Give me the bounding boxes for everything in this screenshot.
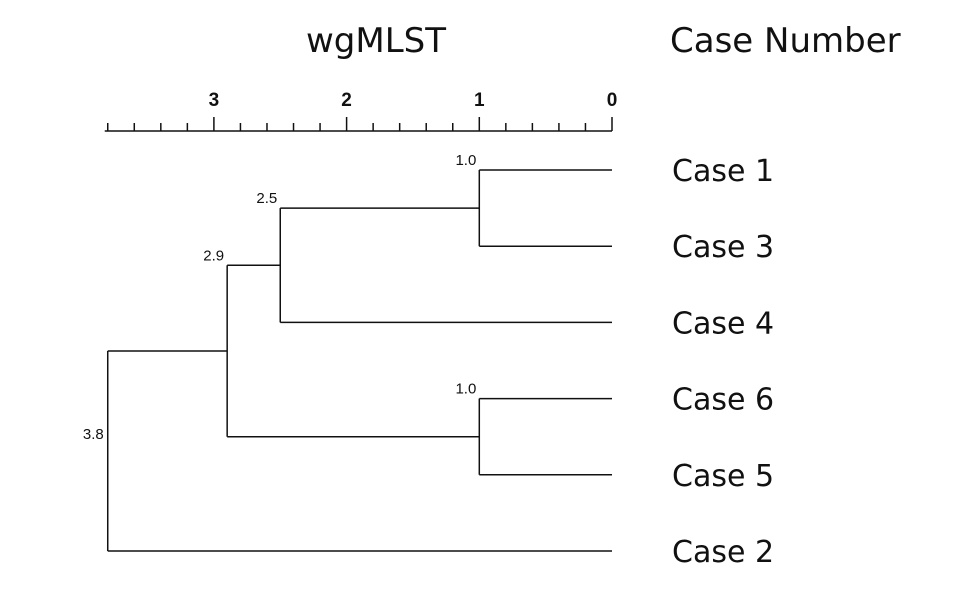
leaf-label: Case 4 [672, 306, 774, 341]
tick-label: 2 [341, 90, 352, 111]
node-height-label: 2.5 [256, 190, 277, 207]
leaf-label: Case 1 [672, 154, 774, 189]
distance-axis: 3 2 1 0 [104, 90, 618, 132]
chart-title: wgMLST [306, 21, 446, 61]
column-header: Case Number [670, 21, 901, 61]
tick-label: 1 [474, 90, 485, 111]
node-height-label: 3.8 [83, 426, 104, 443]
leaf-label: Case 2 [672, 535, 774, 570]
tree: Case 1 Case 3 Case 4 Case 6 Case 5 Case 2 1.0 2… [83, 152, 774, 570]
node-height-label: 1.0 [455, 152, 476, 169]
leaf-label: Case 6 [672, 383, 774, 418]
leaf-label: Case 5 [672, 459, 774, 494]
node-height-label: 1.0 [455, 381, 476, 398]
tick-label: 0 [607, 90, 618, 111]
leaf-label: Case 3 [672, 230, 774, 265]
tick-label: 3 [209, 90, 220, 111]
node-height-label: 2.9 [203, 247, 224, 264]
